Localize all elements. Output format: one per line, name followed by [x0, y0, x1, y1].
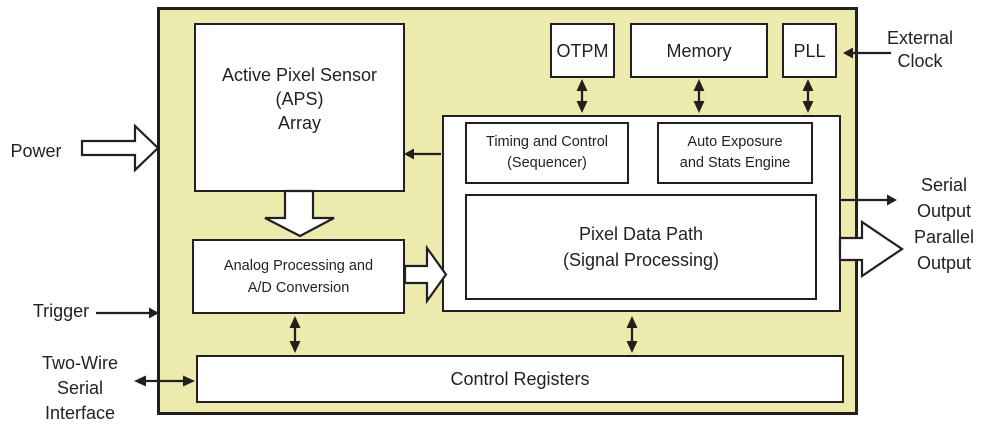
block-control-registers: Control Registers	[196, 355, 844, 403]
label-parallel-output: Parallel Output	[913, 227, 975, 273]
block-otpm: OTPM	[550, 23, 615, 78]
label-serial-output: Serial Output	[916, 175, 972, 221]
block-auto-exposure: Auto Exposure and Stats Engine	[657, 122, 813, 184]
block-aps: Active Pixel Sensor (APS) Array	[194, 23, 405, 192]
block-pll: PLL	[782, 23, 837, 78]
label-external-clock: External Clock	[886, 28, 954, 71]
block-analog-processing: Analog Processing and A/D Conversion	[192, 239, 405, 314]
power-arrow	[80, 123, 160, 173]
block-pixel-data-path: Pixel Data Path (Signal Processing)	[465, 194, 817, 300]
block-memory: Memory	[630, 23, 768, 78]
label-power: Power	[10, 141, 62, 161]
trigger-arrow	[96, 307, 159, 319]
block-timing-control: Timing and Control (Sequencer)	[465, 122, 629, 184]
label-trigger: Trigger	[32, 301, 90, 321]
label-two-wire-serial-interface: Two-Wire Serial Interface	[42, 353, 118, 423]
